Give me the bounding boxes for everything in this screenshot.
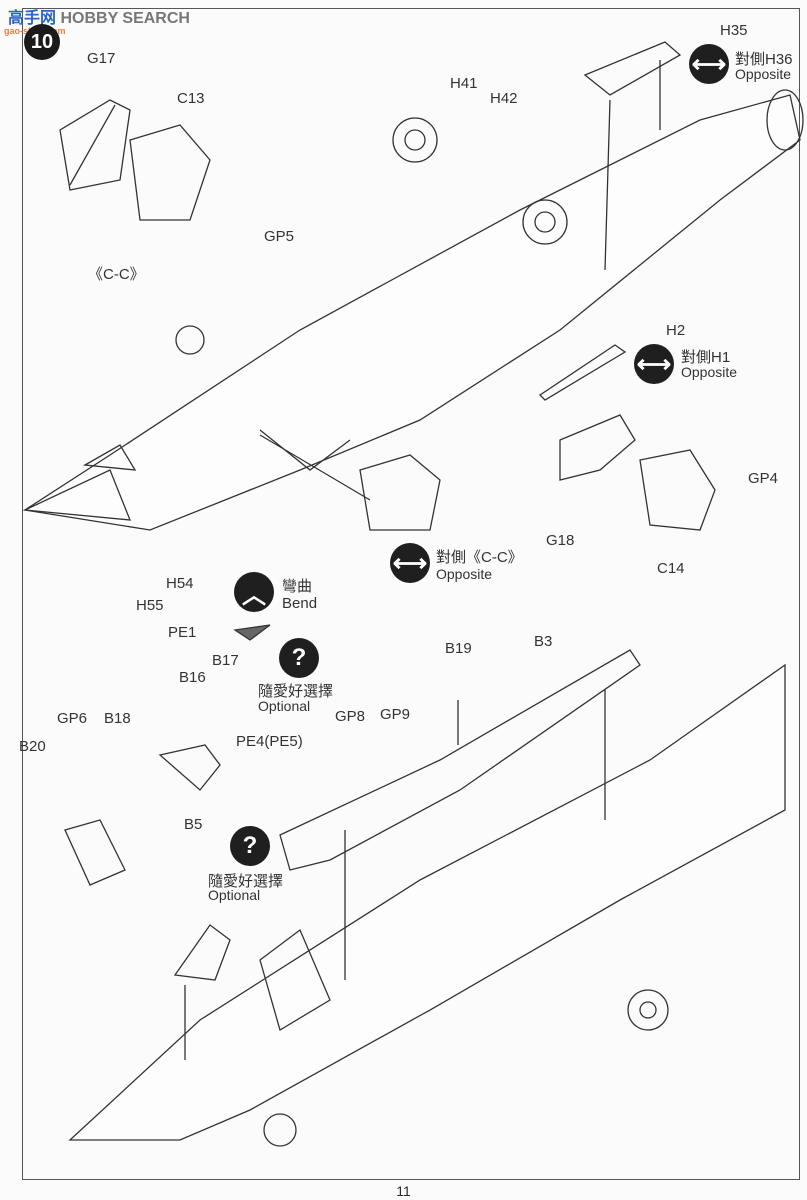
label-b18: B18: [104, 710, 131, 727]
watermark-logo: 高手网 HOBBY SEARCH: [8, 10, 190, 27]
question-mark-icon: ?: [279, 638, 319, 678]
engine-nozzle: [766, 89, 804, 151]
label-h54: H54: [166, 575, 194, 592]
label-gp4: GP4: [748, 470, 779, 487]
label-b20: B20: [19, 738, 46, 755]
label-cc: 《C-C》: [88, 266, 145, 283]
double-arrow-icon: ⟷: [634, 344, 674, 384]
label-gp6: GP6: [57, 710, 88, 727]
label-g18: G18: [546, 532, 575, 549]
label-opposite: Opposite: [436, 566, 493, 582]
wheel: [392, 117, 438, 163]
wheel: [522, 199, 568, 245]
canopy: [82, 444, 137, 471]
part-h35: [583, 41, 682, 96]
part-c13: [129, 124, 211, 221]
label-h42: H42: [490, 90, 518, 107]
label-opposite: Opposite: [681, 364, 738, 380]
pe1-part: [233, 624, 271, 641]
upper-fuselage: [23, 94, 801, 531]
part-g18: [559, 414, 636, 481]
step-number: 10: [24, 24, 60, 60]
label-pe4: PE4(PE5): [236, 733, 303, 750]
double-arrow-icon: ⟷: [390, 543, 430, 583]
label-optional: Optional: [208, 887, 261, 903]
label-h55: H55: [136, 597, 164, 614]
lower-fuselage: [68, 663, 786, 1141]
cockpit: [259, 928, 331, 1031]
label-opp-h1: 對側H1: [681, 349, 731, 366]
label-b19: B19: [445, 640, 472, 657]
part-g17: [59, 99, 131, 191]
chevron-up-icon: ︿: [234, 572, 274, 612]
question-mark-icon: ?: [230, 826, 270, 866]
part-b20-assy: [64, 819, 126, 886]
label-gp8: GP8: [335, 708, 366, 725]
label-optional-zh: 隨愛好選擇: [258, 683, 334, 700]
label-h2: H2: [666, 322, 686, 339]
label-optional-zh: 隨愛好選擇: [208, 873, 284, 890]
upper-nose: [22, 469, 131, 521]
label-c14: C14: [657, 560, 685, 577]
label-optional: Optional: [258, 698, 311, 714]
arrow-line: [184, 690, 606, 1060]
part-cc-right: [359, 454, 441, 531]
part-b3: [279, 649, 641, 871]
part-c14: [639, 449, 716, 531]
double-arrow-icon: ⟷: [689, 44, 729, 84]
label-b5: B5: [184, 816, 203, 833]
label-opposite: Opposite: [735, 66, 792, 82]
label-bend: Bend: [282, 595, 318, 612]
part-h2: [538, 344, 627, 401]
page-number: 11: [396, 1183, 411, 1199]
label-h35: H35: [720, 22, 748, 39]
label-b16: B16: [179, 669, 206, 686]
label-opp-h36: 對側H36: [735, 51, 793, 68]
arrow-line: [69, 60, 661, 501]
wheel: [263, 1113, 297, 1147]
label-opp-cc: 對側《C-C》: [436, 549, 523, 566]
wheel: [627, 989, 669, 1031]
label-pe1: PE1: [168, 624, 197, 641]
seat-part: [173, 924, 231, 981]
label-gp5: GP5: [264, 228, 295, 245]
intake-left: [259, 429, 351, 471]
label-c13: C13: [177, 90, 205, 107]
label-h41: H41: [450, 75, 478, 92]
label-b17: B17: [212, 652, 239, 669]
wheel: [175, 325, 205, 355]
part-b5: [158, 744, 221, 791]
label-gp9: GP9: [380, 706, 411, 723]
label-g17: G17: [87, 50, 116, 67]
label-b3: B3: [534, 633, 553, 650]
page-frame: [22, 8, 800, 1180]
label-bend-zh: 彎曲: [282, 578, 313, 595]
